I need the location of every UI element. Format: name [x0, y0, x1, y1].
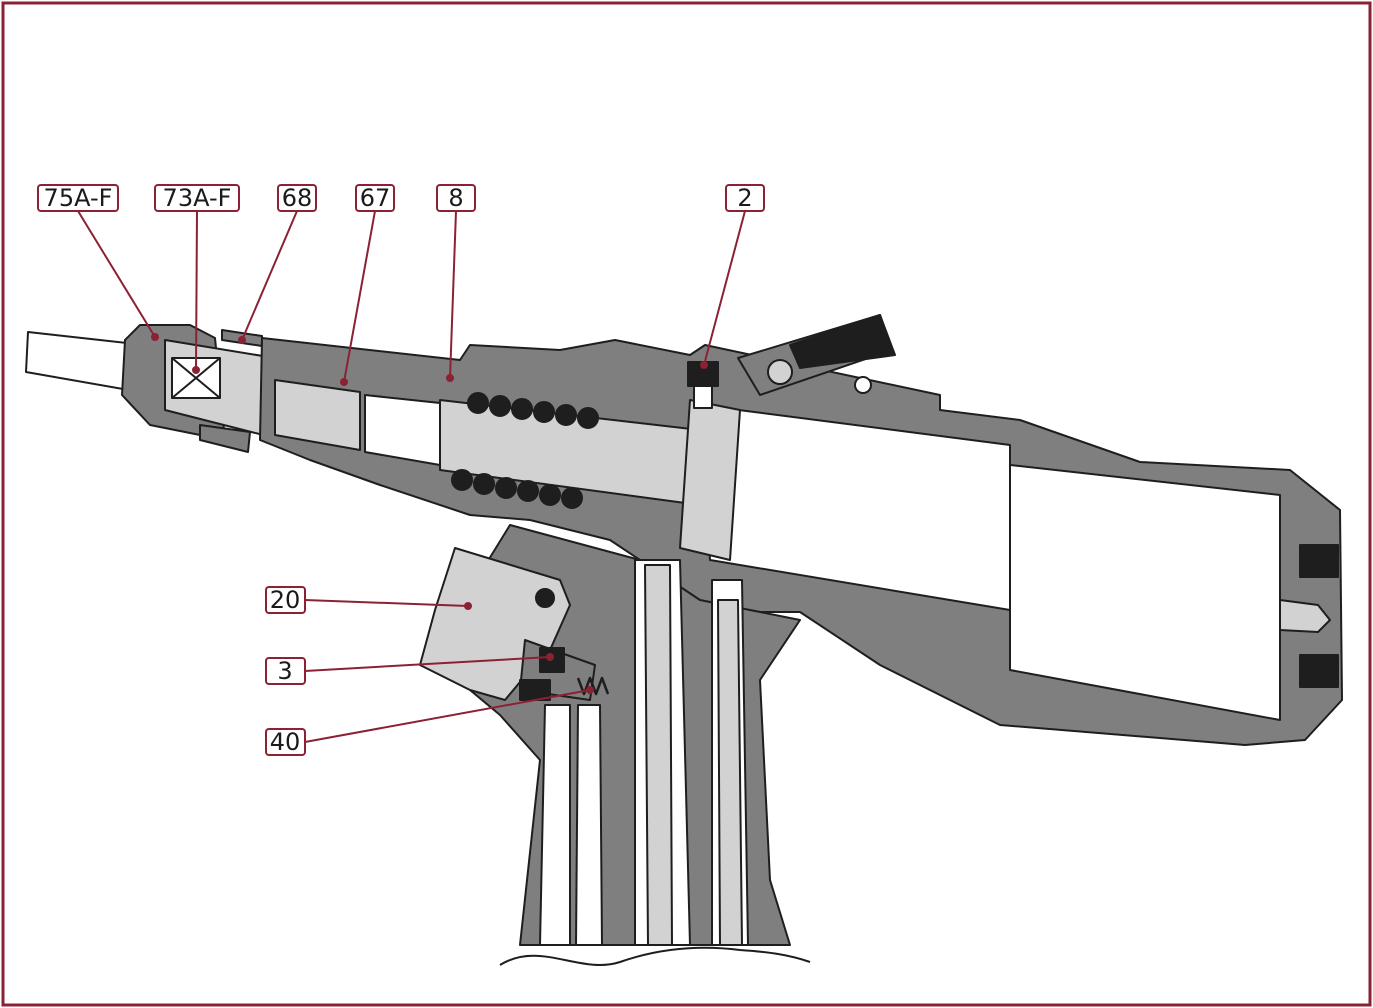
leader-dot-68: [238, 336, 246, 344]
callout-labels: 75A-F 73A-F 68 67 8 2 20 3: [37, 184, 765, 756]
leader-dot-3: [546, 653, 554, 661]
piston-head: [679, 399, 741, 561]
callout-label-75af: 75A-F: [44, 184, 113, 212]
leader-dot-8: [446, 374, 454, 382]
bolt-nut: [364, 394, 441, 466]
section-break-line: [499, 946, 811, 966]
callout-73af: 73A-F: [154, 184, 240, 212]
callout-40: 40: [265, 728, 306, 756]
handle-tube-inner: [717, 599, 743, 946]
collar-bottom: [199, 424, 251, 453]
callout-label-68: 68: [282, 184, 313, 212]
valve-seat: [519, 679, 551, 701]
rivet-tool-section: [25, 314, 1343, 966]
end-cap-block-2: [1299, 654, 1339, 688]
leader-73af: [195, 210, 198, 371]
callout-label-20: 20: [270, 586, 301, 614]
leader-dot-2: [700, 361, 708, 369]
lever-pivot: [767, 359, 793, 385]
rear-chamber: [1009, 464, 1281, 721]
leader-40: [304, 689, 591, 743]
callout-label-73af: 73A-F: [163, 184, 232, 212]
leader-dot-40: [586, 686, 594, 694]
end-cap-block-1: [1299, 544, 1339, 578]
leader-dot-73af: [192, 366, 200, 374]
jaw-marker-cross-2: [171, 357, 221, 399]
callout-label-3: 3: [277, 657, 292, 685]
callout-label-8: 8: [448, 184, 463, 212]
leader-3: [304, 656, 551, 672]
callout-label-40: 40: [270, 728, 301, 756]
valve-stem: [644, 564, 673, 946]
callout-label-2: 2: [737, 184, 752, 212]
handle-passage-1: [539, 704, 571, 946]
leader-75af: [77, 210, 156, 338]
callout-75af: 75A-F: [37, 184, 119, 212]
trigger-pivot: [535, 588, 555, 608]
callout-20: 20: [265, 586, 306, 614]
leader-dot-75af: [151, 333, 159, 341]
leader-2: [703, 210, 746, 366]
end-cap-plug: [1279, 599, 1331, 633]
leader-dot-67: [340, 378, 348, 386]
spring: [451, 392, 599, 509]
handle-passage-2: [575, 704, 603, 946]
callout-2: 2: [725, 184, 765, 212]
lever-hole: [854, 376, 872, 394]
lever-tab: [789, 314, 896, 369]
draw-bolt: [274, 379, 361, 451]
leader-dot-20: [464, 602, 472, 610]
leader-8: [449, 210, 457, 379]
callout-3: 3: [265, 657, 306, 685]
leader-67: [343, 210, 376, 383]
callout-8: 8: [436, 184, 476, 212]
callout-68: 68: [277, 184, 317, 212]
leader-68: [241, 210, 298, 341]
valve-screw-stem: [693, 385, 713, 409]
callout-label-67: 67: [360, 184, 391, 212]
callout-67: 67: [355, 184, 395, 212]
leader-20: [304, 599, 469, 607]
leader-lines: [77, 210, 746, 743]
